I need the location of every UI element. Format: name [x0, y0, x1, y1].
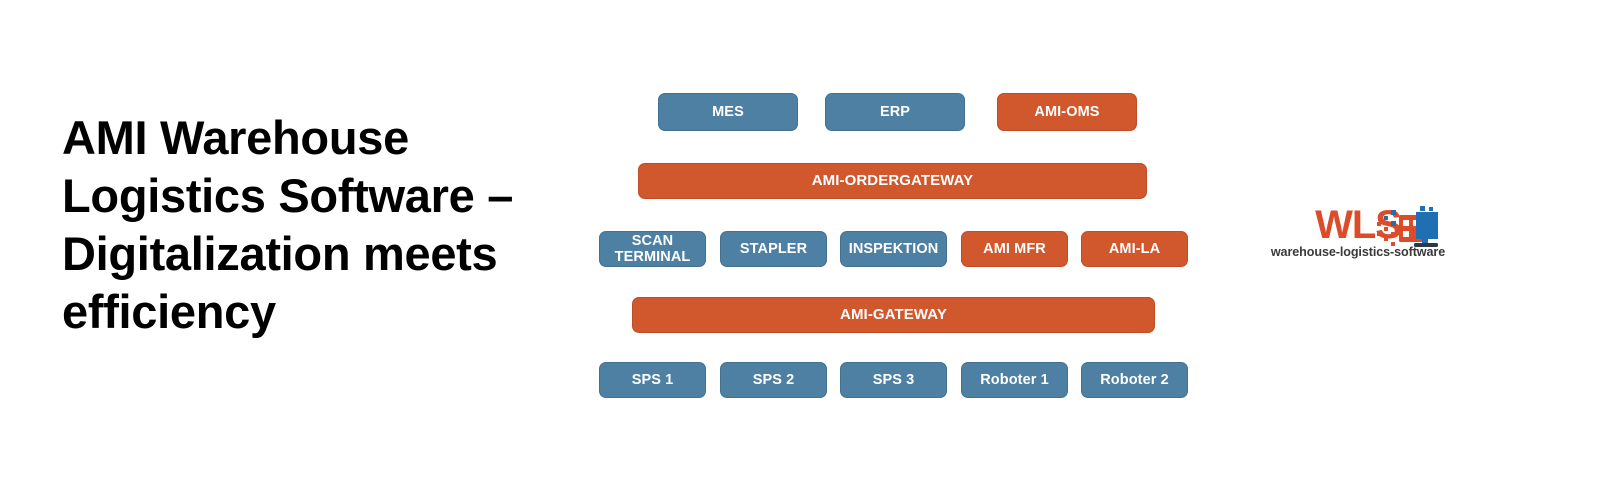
- diagram-node-ami-la[interactable]: AMI-LA: [1081, 231, 1188, 267]
- diagram-node-sps-3[interactable]: SPS 3: [840, 362, 947, 398]
- diagram-node-sps-2[interactable]: SPS 2: [720, 362, 827, 398]
- diagram-node-inspektion[interactable]: INSPEKTION: [840, 231, 947, 267]
- diagram-node-erp[interactable]: ERP: [825, 93, 965, 131]
- wls-tagline: warehouse-logistics-software: [1270, 245, 1446, 259]
- architecture-diagram: MES ERP AMI-OMS AMI-ORDERGATEWAY SCAN TERMIN…: [599, 93, 1188, 398]
- diagram-node-ami-oms[interactable]: AMI-OMS: [997, 93, 1137, 131]
- diagram-node-sps-1[interactable]: SPS 1: [599, 362, 706, 398]
- page-title: AMI Warehouse Logistics Software – Digit…: [62, 111, 514, 339]
- diagram-node-stapler[interactable]: STAPLER: [720, 231, 827, 267]
- diagram-node-mes[interactable]: MES: [658, 93, 798, 131]
- diagram-node-scan-terminal[interactable]: SCAN TERMINAL: [599, 231, 706, 267]
- wls-wordmark-row: WLS: [1268, 205, 1448, 249]
- diagram-node-ami-gateway[interactable]: AMI-GATEWAY: [632, 297, 1155, 333]
- diagram-node-roboter-1[interactable]: Roboter 1: [961, 362, 1068, 398]
- wls-logo: WLS: [1268, 205, 1448, 271]
- monitor-pixels-icon: [1376, 206, 1442, 250]
- diagram-node-ami-mfr[interactable]: AMI MFR: [961, 231, 1068, 267]
- diagram-node-roboter-2[interactable]: Roboter 2: [1081, 362, 1188, 398]
- diagram-node-ami-ordergateway[interactable]: AMI-ORDERGATEWAY: [638, 163, 1147, 199]
